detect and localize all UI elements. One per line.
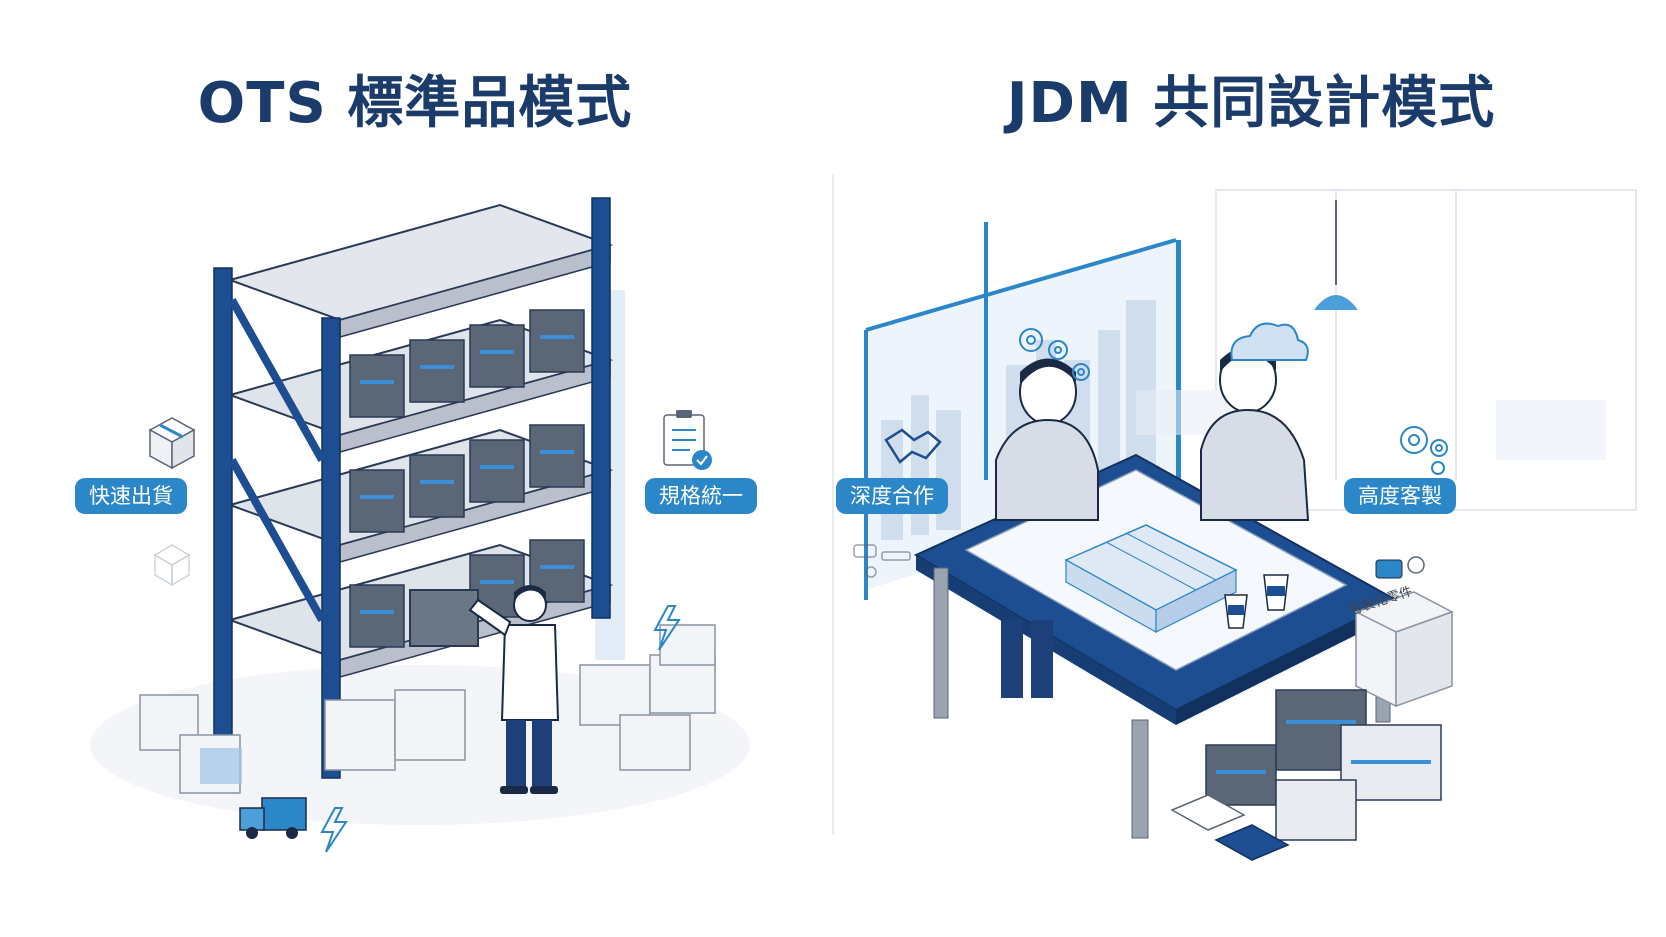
badge-deep-collaboration: 深度合作 [836, 478, 948, 514]
engineer-right [1200, 346, 1310, 521]
cube-icon [153, 544, 191, 587]
lightning-icon [653, 605, 681, 651]
handshake-icon [884, 428, 942, 464]
badge-high-customization: 高度客製 [1344, 478, 1456, 514]
background-office [1136, 189, 1637, 511]
jdm-title: JDM 共同設計模式 [1006, 71, 1496, 136]
engineer-left [995, 358, 1099, 698]
tools-icon [853, 544, 911, 578]
worker-figure [468, 585, 560, 794]
coffee-cup-icon [1224, 574, 1289, 629]
pendant-lamp [1314, 200, 1358, 310]
notebooks [1170, 794, 1290, 861]
gear-icon [1400, 426, 1448, 475]
ots-title: OTS 標準品模式 [197, 71, 633, 136]
cardboard-boxes [139, 624, 716, 794]
panel-divider [832, 175, 834, 835]
ots-panel: OTS 標準品模式 [0, 0, 830, 937]
delivery-truck-icon [239, 797, 307, 839]
custom-parts-box [1354, 556, 1454, 708]
lightning-icon [320, 807, 348, 853]
server-hardware [1205, 689, 1442, 841]
gear-icon [1019, 328, 1090, 381]
badge-unified-spec: 規格統一 [645, 478, 757, 514]
clipboard-check-icon [663, 410, 712, 470]
cloud-icon [1230, 322, 1309, 361]
package-icon [148, 417, 196, 470]
jdm-panel: JDM 共同設計模式 [836, 0, 1666, 937]
design-meeting-illustration [853, 189, 1637, 861]
warehouse-illustration [90, 197, 750, 853]
badge-fast-shipping: 快速出貨 [75, 478, 187, 514]
